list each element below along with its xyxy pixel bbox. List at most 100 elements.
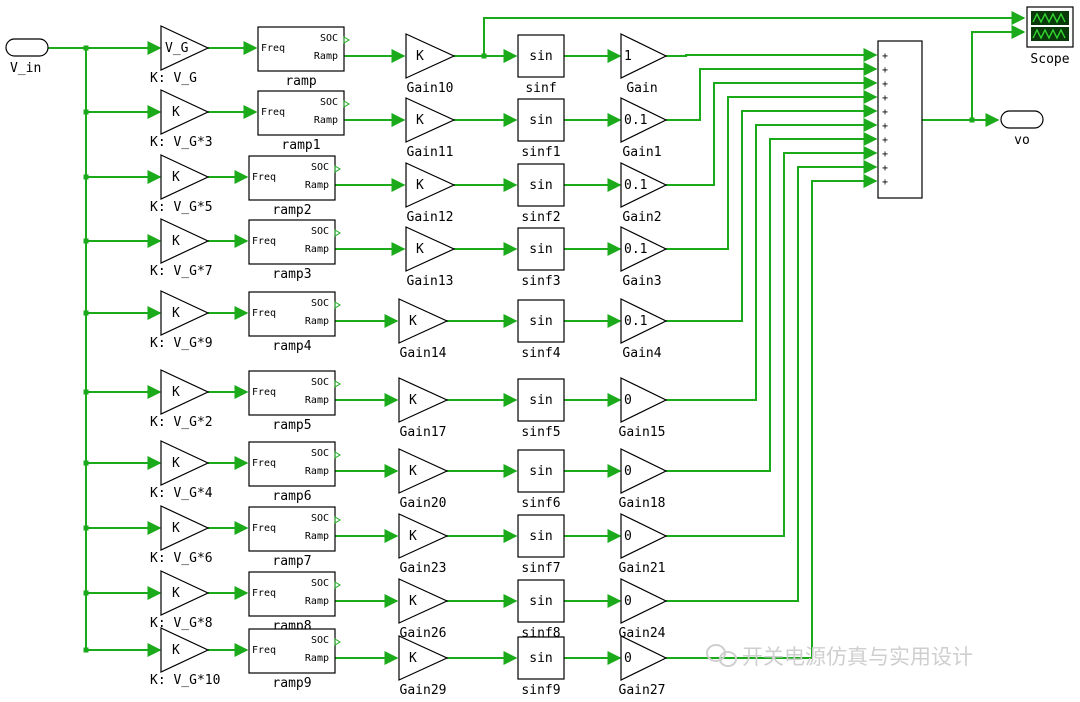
output-gain-block[interactable] <box>620 448 668 494</box>
output-gain-name: Gain4 <box>622 346 661 361</box>
sin-block[interactable] <box>517 514 565 558</box>
ramp-block[interactable] <box>248 370 336 416</box>
k-gain-symbol: K <box>409 651 417 666</box>
scope-trace <box>1032 12 1066 24</box>
ramp-block[interactable] <box>248 219 336 265</box>
ramp-ramp-port: Ramp <box>305 316 329 327</box>
ramp-block[interactable] <box>248 441 336 487</box>
k-gain-name: Gain14 <box>400 346 447 361</box>
gain-block[interactable] <box>160 89 210 135</box>
k-gain-name: Gain12 <box>407 210 454 225</box>
ramp-freq-port: Freq <box>252 458 276 469</box>
sin-block[interactable] <box>517 299 565 343</box>
output-gain-name: Gain18 <box>619 496 666 511</box>
output-gain-block[interactable] <box>620 226 668 272</box>
output-gain-block[interactable] <box>620 162 668 208</box>
sum-input-sign: + <box>882 177 888 188</box>
sin-block[interactable] <box>517 579 565 623</box>
sin-block[interactable] <box>517 227 565 271</box>
sin-name: sinf3 <box>521 274 560 289</box>
wechat-icon-bubble <box>719 651 737 667</box>
gain-block[interactable] <box>160 369 210 415</box>
soc-port-marker <box>334 451 341 459</box>
output-gain-value: 0.1 <box>624 113 647 128</box>
k-gain-block[interactable] <box>405 162 456 208</box>
gain-block[interactable] <box>160 570 210 616</box>
ramp-name: ramp6 <box>272 489 311 504</box>
ramp-block[interactable] <box>248 571 336 617</box>
k-gain-block[interactable] <box>398 377 449 423</box>
k-gain-block[interactable] <box>398 448 449 494</box>
ramp-block[interactable] <box>248 291 336 337</box>
output-port-vo[interactable] <box>1000 110 1044 129</box>
k-gain-block[interactable] <box>405 226 456 272</box>
gain-symbol: K <box>172 521 180 536</box>
gain-name: K: V_G*9 <box>150 336 213 351</box>
k-gain-block[interactable] <box>398 298 449 344</box>
gain-block[interactable] <box>160 440 210 486</box>
output-gain-value: 0 <box>624 529 632 544</box>
k-gain-block[interactable] <box>398 578 449 624</box>
output-gain-block[interactable] <box>620 513 668 559</box>
output-gain-value: 0.1 <box>624 178 647 193</box>
k-gain-block[interactable] <box>398 513 449 559</box>
sin-name: sinf1 <box>521 145 560 160</box>
ramp-ramp-port: Ramp <box>305 653 329 664</box>
output-gain-block[interactable] <box>620 377 668 423</box>
sin-block[interactable] <box>517 449 565 493</box>
ramp-freq-port: Freq <box>261 107 285 118</box>
gain-block[interactable] <box>160 25 210 71</box>
sin-block[interactable] <box>517 98 565 142</box>
ramp-block[interactable] <box>248 628 336 674</box>
wire-to-scope-1 <box>483 11 1026 56</box>
output-gain-value: 1 <box>624 49 632 64</box>
ramp-block[interactable] <box>257 26 345 72</box>
ramp-name: ramp3 <box>272 267 311 282</box>
gain-symbol: V_G <box>165 41 189 56</box>
gain-name: K: V_G*10 <box>150 673 220 688</box>
ramp-name: ramp5 <box>272 418 311 433</box>
ramp-name: ramp <box>285 74 316 89</box>
gain-block[interactable] <box>160 290 210 336</box>
gain-block[interactable] <box>160 627 210 673</box>
sin-block[interactable] <box>517 636 565 680</box>
wire-to-sum <box>666 118 878 401</box>
output-gain-block[interactable] <box>620 578 668 624</box>
wire-to-scope-2 <box>971 25 1026 120</box>
wire-to-sum <box>666 48 878 62</box>
output-gain-block[interactable] <box>620 33 668 79</box>
ramp-name: ramp2 <box>272 203 311 218</box>
k-gain-symbol: K <box>416 113 424 128</box>
k-gain-block[interactable] <box>405 33 456 79</box>
gain-block[interactable] <box>160 218 210 264</box>
output-gain-block[interactable] <box>620 298 668 344</box>
soc-port-marker <box>334 380 341 388</box>
output-gain-block[interactable] <box>620 635 668 681</box>
sum-block[interactable] <box>877 40 923 199</box>
ramp-block[interactable] <box>257 90 345 136</box>
soc-port-marker <box>334 301 341 309</box>
output-gain-value: 0 <box>624 594 632 609</box>
gain-block[interactable] <box>160 505 210 551</box>
sin-symbol: sin <box>529 464 552 479</box>
ramp-block[interactable] <box>248 506 336 552</box>
gain-name: K: V_G <box>150 71 197 86</box>
k-gain-block[interactable] <box>398 635 449 681</box>
soc-port-marker <box>343 36 350 44</box>
sin-block[interactable] <box>517 378 565 422</box>
ramp-block[interactable] <box>248 155 336 201</box>
k-gain-symbol: K <box>409 393 417 408</box>
gain-symbol: K <box>172 385 180 400</box>
k-gain-block[interactable] <box>405 97 456 143</box>
sin-symbol: sin <box>529 178 552 193</box>
output-gain-block[interactable] <box>620 97 668 143</box>
ramp-soc-port: SOC <box>311 298 329 309</box>
gain-symbol: K <box>172 234 180 249</box>
gain-block[interactable] <box>160 154 210 200</box>
ramp-freq-port: Freq <box>252 387 276 398</box>
input-port-v-in[interactable] <box>5 38 49 57</box>
sin-symbol: sin <box>529 314 552 329</box>
sin-block[interactable] <box>517 163 565 207</box>
ramp-ramp-port: Ramp <box>305 466 329 477</box>
sin-block[interactable] <box>517 34 565 78</box>
